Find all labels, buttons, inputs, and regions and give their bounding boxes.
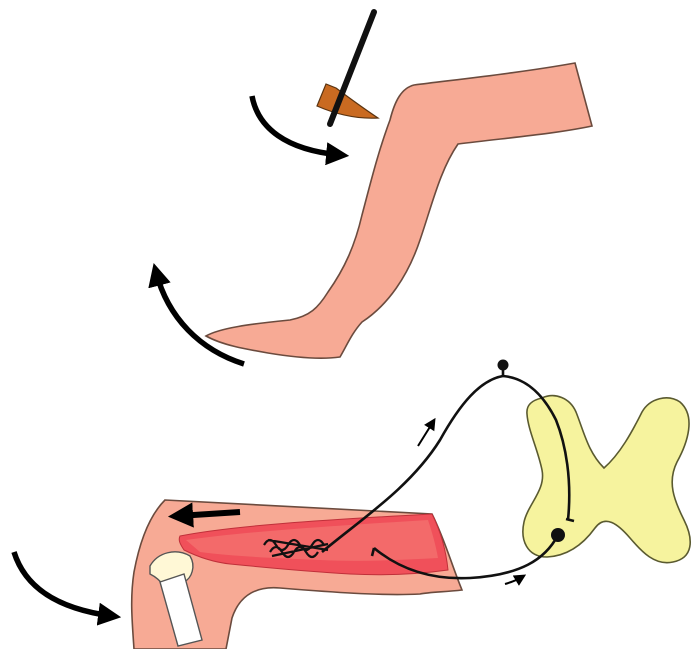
straight-arrow-icon <box>505 577 522 584</box>
spinal-cord-icon <box>523 396 690 563</box>
lower-leg-and-foot <box>206 63 592 358</box>
curved-arrow-icon <box>14 552 112 616</box>
reflex-arc-panel <box>14 360 690 649</box>
curved-arrow-icon <box>156 272 244 364</box>
hammer-head <box>317 84 378 118</box>
reflex-hammer-icon <box>317 12 378 124</box>
sensory-cell-body <box>498 360 509 371</box>
straight-arrow-icon <box>178 512 240 516</box>
leg-tap-panel <box>156 12 592 364</box>
straight-arrow-icon <box>418 422 433 446</box>
